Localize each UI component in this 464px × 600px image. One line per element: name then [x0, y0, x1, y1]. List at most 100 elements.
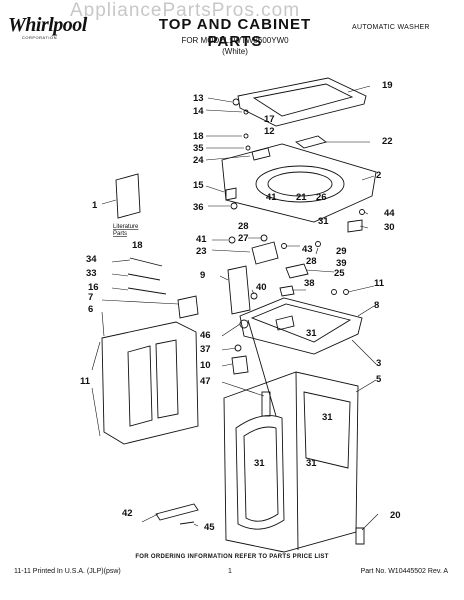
- part-38: [279, 285, 295, 297]
- callout-21: 21: [296, 192, 307, 203]
- top-opening: [255, 165, 345, 203]
- part-40: [250, 292, 258, 300]
- part-43: [281, 243, 287, 249]
- callout-18-left: 18: [132, 240, 143, 251]
- callout-9: 9: [200, 270, 205, 281]
- callout-1: 1: [92, 200, 98, 211]
- callout-19: 19: [382, 80, 393, 91]
- callout-10: 10: [200, 360, 211, 371]
- page-header: AppliancePartsPros.com Whirlpool CORPORA…: [0, 0, 464, 80]
- callout-25: 25: [334, 268, 345, 279]
- product-type: AUTOMATIC WASHER: [352, 24, 430, 31]
- part-34: [129, 257, 163, 267]
- part-10: [231, 355, 249, 375]
- part-25: [285, 263, 309, 279]
- model-line: FOR MODEL: WTW8600YW0: [181, 36, 289, 45]
- callout-5: 5: [376, 374, 382, 385]
- callout-33: 33: [86, 268, 97, 279]
- part-41: [228, 236, 236, 244]
- part-36: [230, 202, 238, 210]
- callout-3: 3: [376, 358, 381, 369]
- print-info: 11-11 Printed In U.S.A. (JLP)(psw): [14, 568, 121, 575]
- callout-31-right: 31: [306, 458, 317, 469]
- callout-38: 38: [304, 278, 315, 289]
- part-35: [245, 145, 251, 151]
- part-30: [347, 219, 363, 233]
- callout-45: 45: [204, 522, 215, 533]
- callout-34: 34: [86, 254, 97, 265]
- callout-36: 36: [193, 202, 204, 213]
- part-7: [177, 295, 199, 319]
- front-panel-recess-2: [155, 339, 179, 419]
- callout-31-top: 31: [318, 216, 329, 227]
- cabinet-door-recess: [235, 415, 285, 530]
- leveling-leg: [355, 527, 365, 545]
- callout-27: 27: [238, 233, 249, 244]
- callout-23: 23: [196, 246, 207, 257]
- callout-26: 26: [316, 192, 327, 203]
- callout-37: 37: [200, 344, 211, 355]
- callout-31-side: 31: [322, 412, 333, 423]
- lid: [237, 77, 367, 127]
- page-number: 1: [228, 568, 232, 575]
- part-11-screw-b: [343, 289, 349, 295]
- part-16: [127, 287, 167, 295]
- part-24: [251, 147, 271, 161]
- literature-label-2: Parts: [113, 231, 127, 237]
- brand-sub: CORPORATION: [22, 35, 57, 40]
- callout-28-mid: 28: [306, 256, 317, 267]
- callout-46: 46: [200, 330, 211, 341]
- side-panel-recess: [303, 391, 351, 469]
- leader-lines: [91, 85, 379, 531]
- callout-41-left: 41: [196, 234, 207, 245]
- callout-7: 7: [88, 292, 93, 303]
- part-44: [359, 209, 365, 215]
- callout-40: 40: [256, 282, 267, 293]
- callout-31-frame: 31: [306, 328, 317, 339]
- color-line: (White): [222, 47, 248, 56]
- callout-29: 29: [336, 246, 347, 257]
- callout-41-top: 41: [266, 192, 277, 203]
- callout-43: 43: [302, 244, 313, 255]
- callout-42: 42: [122, 508, 133, 519]
- part-33: [127, 273, 161, 281]
- callout-6: 6: [88, 304, 93, 315]
- callout-47: 47: [200, 376, 211, 387]
- callout-15: 15: [193, 180, 204, 191]
- suspension-spring: [261, 391, 271, 417]
- base-bracket: [155, 503, 199, 521]
- brand-logo: Whirlpool: [8, 14, 87, 36]
- cabinet-side-edge: [295, 371, 299, 551]
- part-13: [232, 98, 240, 106]
- watermark: AppliancePartsPros.com: [70, 0, 301, 21]
- top-hinge-bracket: [294, 135, 328, 149]
- callout-24: 24: [193, 155, 204, 166]
- top-assembly: [221, 143, 377, 223]
- part-23: [251, 241, 279, 265]
- callout-30: 30: [384, 222, 395, 233]
- front-panel: [101, 321, 199, 445]
- callout-11-top: 11: [374, 278, 385, 289]
- callout-44: 44: [384, 208, 395, 219]
- frame-pad: [275, 315, 295, 331]
- callout-31-front: 31: [254, 458, 265, 469]
- ordering-note: FOR ORDERING INFORMATION REFER TO PARTS …: [135, 554, 329, 560]
- callout-14: 14: [193, 106, 204, 117]
- callout-22: 22: [382, 136, 393, 147]
- part-18a: [243, 133, 249, 139]
- page-footer: 11-11 Printed In U.S.A. (JLP)(psw) 1 Par…: [0, 568, 464, 582]
- part-45: [179, 521, 195, 525]
- part-14: [243, 109, 249, 115]
- cabinet-door-recess-inner: [243, 426, 279, 522]
- page-title: TOP AND CABINET PARTS: [158, 16, 312, 50]
- cabinet-frame-inner: [250, 303, 352, 343]
- callout-18-top: 18: [193, 131, 204, 142]
- top-opening-inner: [267, 171, 333, 197]
- part-number: Part No. W10445502 Rev. A: [360, 568, 448, 575]
- part-15: [225, 187, 237, 201]
- callout-12: 12: [264, 126, 275, 137]
- callout-13: 13: [193, 93, 204, 104]
- callout-20: 20: [390, 510, 401, 521]
- callout-35: 35: [193, 143, 204, 154]
- cabinet-frame: [239, 297, 363, 355]
